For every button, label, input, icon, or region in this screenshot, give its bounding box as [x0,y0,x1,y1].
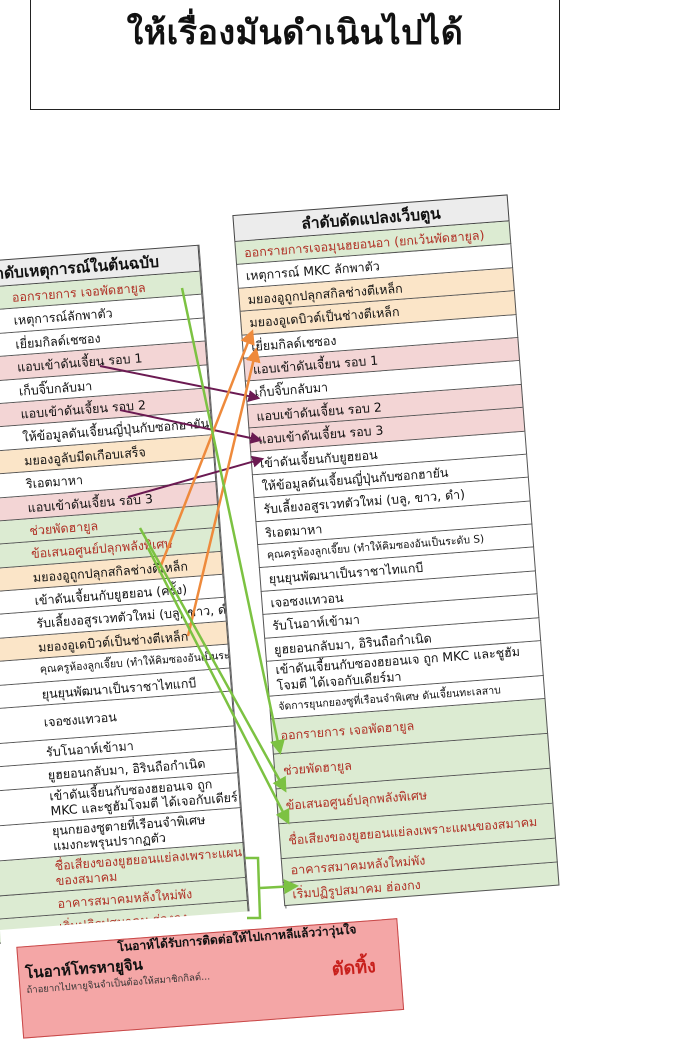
arrow-center-offer [146,547,290,825]
arrow-save-hayul [138,527,287,793]
arrow-smith-debut [186,347,261,637]
bracket-association [245,856,262,920]
title-box: ให้เรื่องมันดำเนินไปได้ [30,0,560,110]
arrow-show-hayul [180,287,285,755]
arrow-smith-awaken [158,329,255,569]
reorder-arrows [99,287,299,920]
arrow-dungeon-1 [99,365,261,402]
orange-arrows [158,329,261,637]
green-arrows [138,287,299,920]
arrow-association-group [259,879,299,895]
page-title: ให้เรื่องมันดำเนินไปได้ [126,13,464,53]
